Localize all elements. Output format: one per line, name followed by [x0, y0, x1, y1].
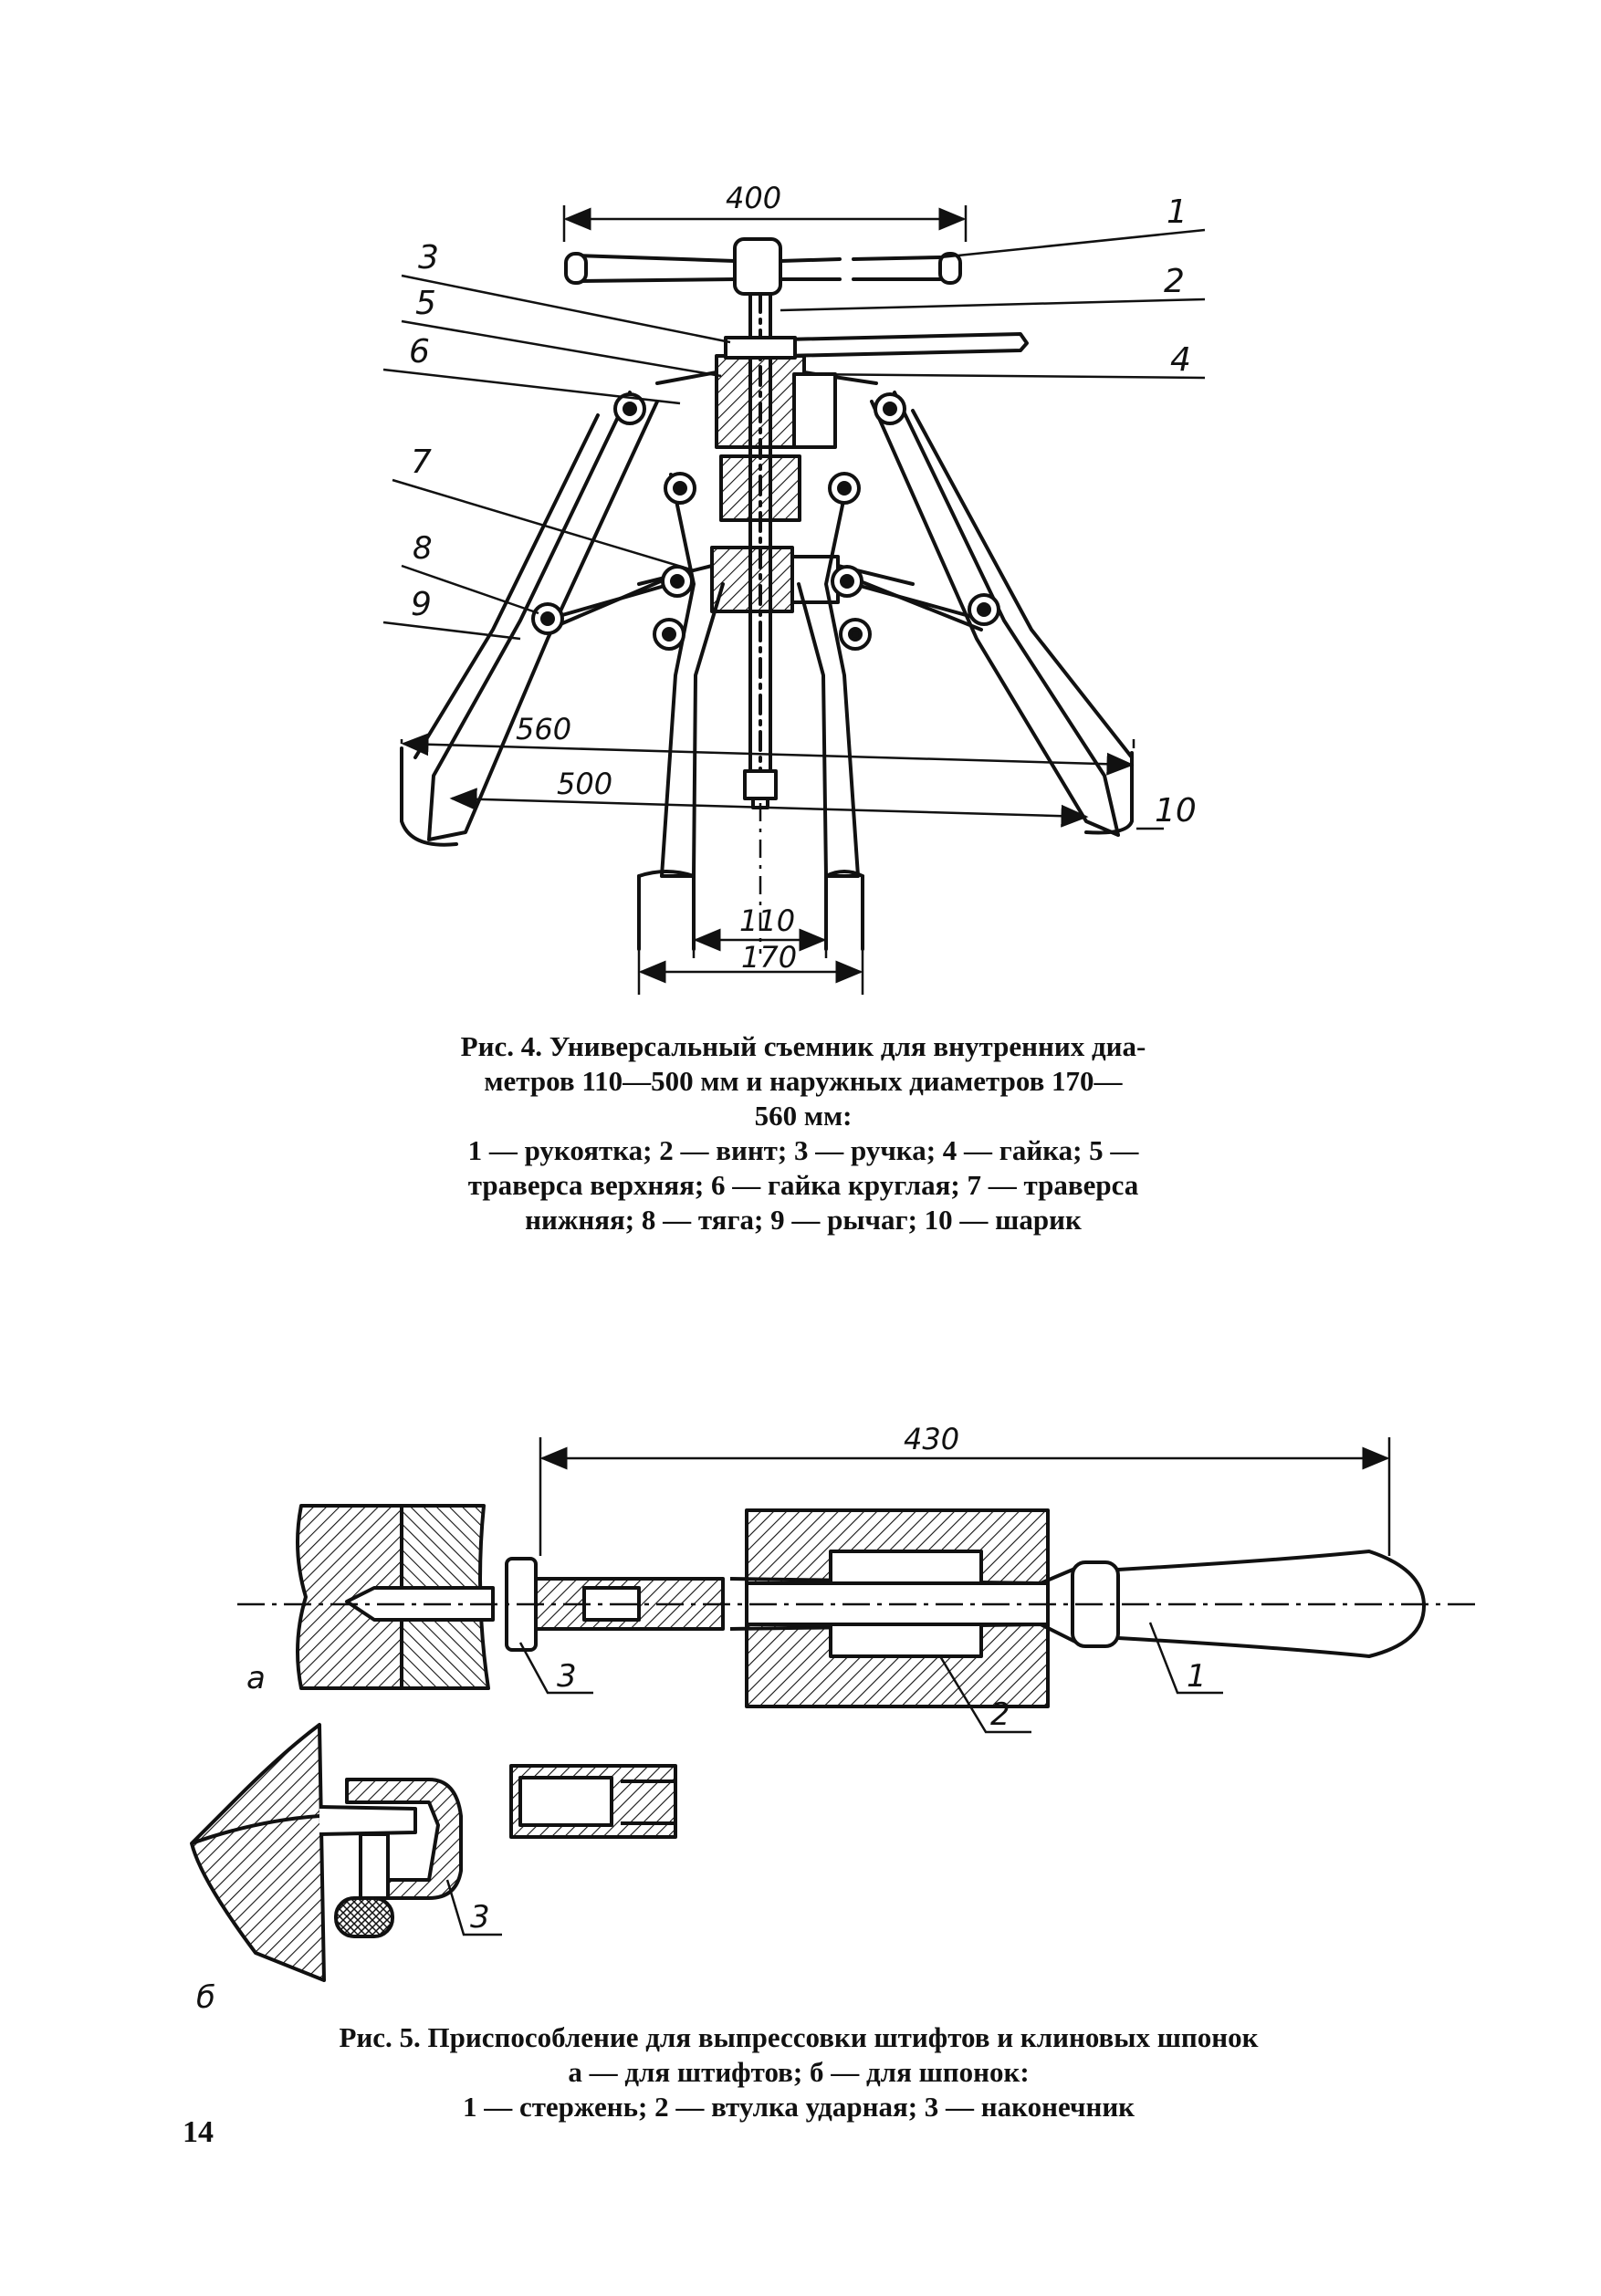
- figure-4-caption: Рис. 4. Универсальный съемник для внутре…: [383, 1029, 1223, 1237]
- dim-560: 560: [516, 712, 571, 746]
- caption-line: а — для штифтов; б — для шпонок:: [568, 2056, 1030, 2088]
- caption-line: метров 110—500 мм и наружных диаметров 1…: [484, 1065, 1123, 1097]
- callout-7: 7: [411, 444, 432, 481]
- dim-430: 430: [904, 1422, 959, 1456]
- callout-8: 8: [413, 530, 433, 567]
- figure-5-caption: Рис. 5. Приспособление для выпрессовки ш…: [265, 2020, 1333, 2124]
- callout-1: 1: [1167, 193, 1188, 231]
- callout-2: 2: [990, 1696, 1010, 1733]
- callout-6: 6: [409, 333, 430, 370]
- page-number: 14: [183, 2115, 214, 2149]
- callout-5: 5: [415, 285, 436, 322]
- dim-400: 400: [726, 181, 781, 215]
- view-a-label: а: [246, 1660, 266, 1696]
- callout-3a: 3: [557, 1658, 577, 1695]
- caption-line: 1 — стержень; 2 — втулка ударная; 3 — на…: [462, 2091, 1135, 2123]
- callout-10: 10: [1155, 792, 1197, 830]
- callout-3: 3: [418, 239, 439, 277]
- dim-170: 170: [741, 940, 797, 975]
- caption-line: 1 — рукоятка; 2 — винт; 3 — ручка; 4 — г…: [467, 1134, 1139, 1166]
- callout-4: 4: [1170, 341, 1191, 379]
- t-handle: [564, 237, 962, 296]
- caption-line: Рис. 5. Приспособление для выпрессовки ш…: [339, 2021, 1259, 2053]
- callout-2: 2: [1164, 263, 1185, 300]
- caption-line: 560 мм:: [754, 1100, 853, 1132]
- callout-9: 9: [411, 586, 432, 623]
- view-b-label: б: [196, 1979, 215, 2016]
- callout-3b: 3: [470, 1899, 490, 1936]
- figure-4-drawing: 400 560 500 110 170 1 2 3 4 5 6 7 8 9 10: [382, 181, 1206, 995]
- pivot-pins: [531, 392, 1000, 651]
- caption-line: траверса верхняя; 6 — гайка круглая; 7 —…: [467, 1169, 1139, 1201]
- dim-500: 500: [557, 767, 612, 801]
- callout-1: 1: [1187, 1658, 1207, 1695]
- caption-line: Рис. 4. Универсальный съемник для внутре…: [460, 1030, 1146, 1062]
- caption-line: нижняя; 8 — тяга; 9 — рычаг; 10 — шарик: [525, 1204, 1082, 1236]
- dim-110: 110: [739, 903, 795, 938]
- figure-5-drawing: 430 3 1 2 3 а б: [190, 1422, 1479, 2016]
